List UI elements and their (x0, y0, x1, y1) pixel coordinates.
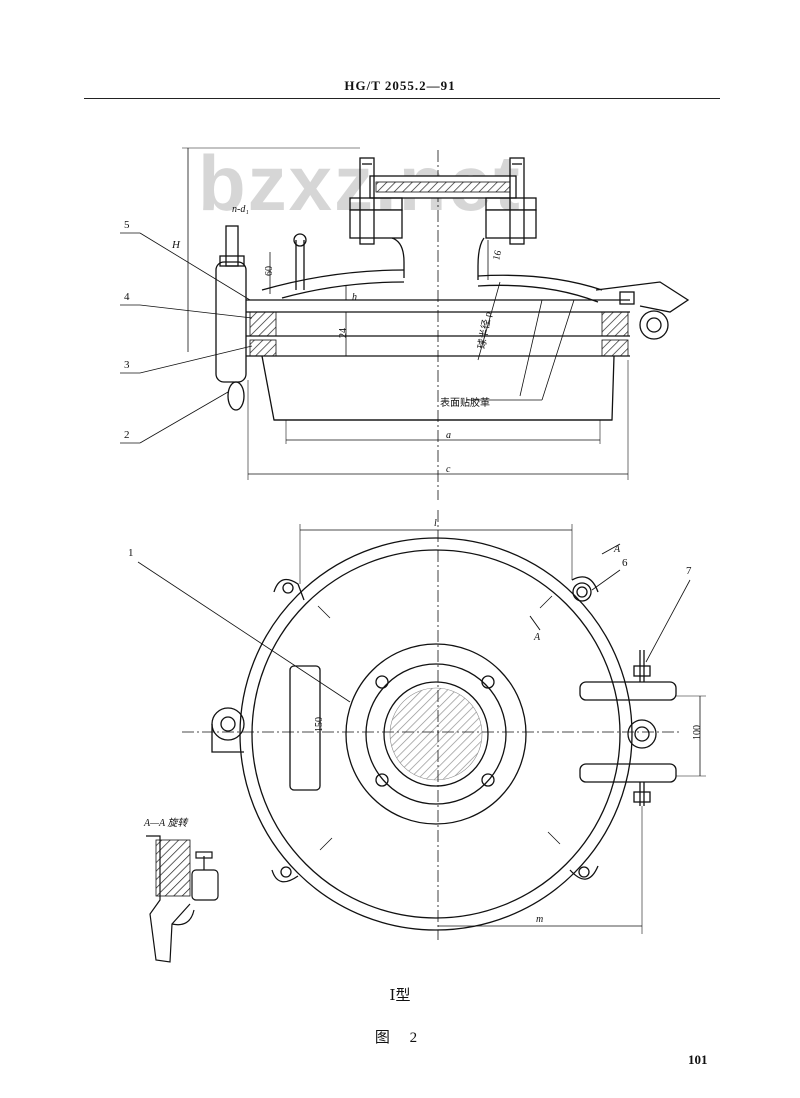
part-number-6: 6 (622, 557, 628, 569)
dim-H: H (171, 239, 181, 251)
header-rule (84, 98, 720, 99)
dim-h: h (352, 292, 357, 303)
note-sphere-radius: 球半径 ρ (475, 311, 494, 350)
detail-section-A-A (146, 835, 219, 963)
dim-m: m (536, 914, 543, 925)
figure-number-caption: 图 2 (374, 1030, 426, 1046)
plan-view (137, 510, 706, 940)
dim-a: a (446, 430, 451, 441)
doc-header-code: HG/T 2055.2—91 (344, 78, 456, 93)
dim-16: 16 (491, 249, 504, 262)
section-mark-A-top: A (613, 544, 621, 555)
part-number-7: 7 (686, 565, 692, 577)
dim-100: 100 (692, 725, 703, 740)
section-label: A—A 旋转 (143, 817, 189, 829)
part-number-2: 2 (124, 429, 130, 441)
note-surface-rubber: 表面贴胶革 (440, 396, 490, 409)
dim-150: 150 (314, 717, 325, 732)
part-number-1: 1 (128, 547, 134, 559)
part-number-3: 3 (124, 359, 130, 371)
page-number: 101 (688, 1052, 708, 1067)
dim-60: 60 (264, 266, 275, 276)
section-mark-A-bottom: A (533, 632, 541, 643)
section-view (120, 147, 690, 500)
dim-24: 24 (338, 328, 349, 338)
dim-c: c (446, 464, 451, 475)
part-number-5: 5 (124, 219, 130, 231)
dim-l: l (434, 518, 437, 529)
part-number-4: 4 (124, 291, 130, 303)
dim-n-d1: n-d₁ (232, 204, 249, 215)
figure-type-caption: Ⅰ型 (389, 988, 411, 1004)
